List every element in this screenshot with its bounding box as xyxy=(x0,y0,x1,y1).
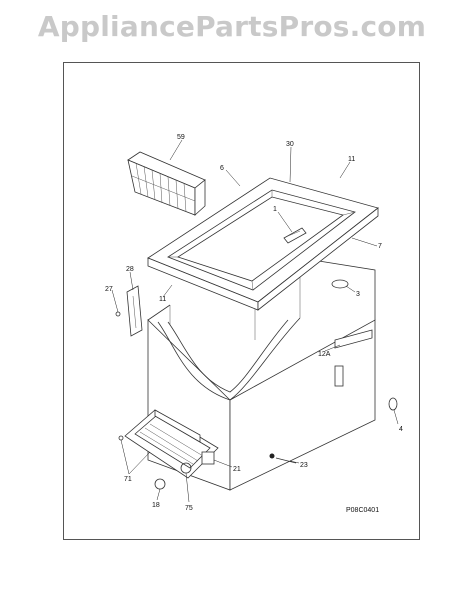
lid-hinge xyxy=(115,285,143,337)
diagram-frame xyxy=(63,62,420,540)
lid-handle xyxy=(283,227,307,244)
callout-21: 21 xyxy=(233,466,241,473)
callout-11-left: 11 xyxy=(159,296,166,303)
callout-11-top: 11 xyxy=(348,156,355,163)
callout-75: 75 xyxy=(185,505,193,512)
freezer-lid xyxy=(147,177,379,311)
callout-30: 30 xyxy=(286,141,294,148)
callout-labels: 59 30 6 11 1 7 28 27 11 3 12A 4 21 23 71… xyxy=(105,134,403,514)
callout-18: 18 xyxy=(152,502,160,509)
leader-lines xyxy=(111,139,399,503)
callout-28: 28 xyxy=(126,266,134,273)
callout-59: 59 xyxy=(177,134,185,141)
callout-3: 3 xyxy=(356,291,360,298)
callout-27: 27 xyxy=(105,286,113,293)
callout-12a: 12A xyxy=(318,351,331,358)
callout-71: 71 xyxy=(124,476,132,483)
storage-basket xyxy=(127,151,206,216)
diagram-code: P08C0401 xyxy=(346,507,379,514)
callout-7: 7 xyxy=(378,243,382,250)
watermark-logo: AppliancePartsPros.com xyxy=(37,10,427,43)
drain-parts xyxy=(331,279,398,411)
callout-23: 23 xyxy=(300,462,308,469)
callout-1: 1 xyxy=(273,206,277,213)
machine-compartment-grille xyxy=(118,409,297,490)
callout-6: 6 xyxy=(220,165,224,172)
callout-4: 4 xyxy=(399,426,403,433)
